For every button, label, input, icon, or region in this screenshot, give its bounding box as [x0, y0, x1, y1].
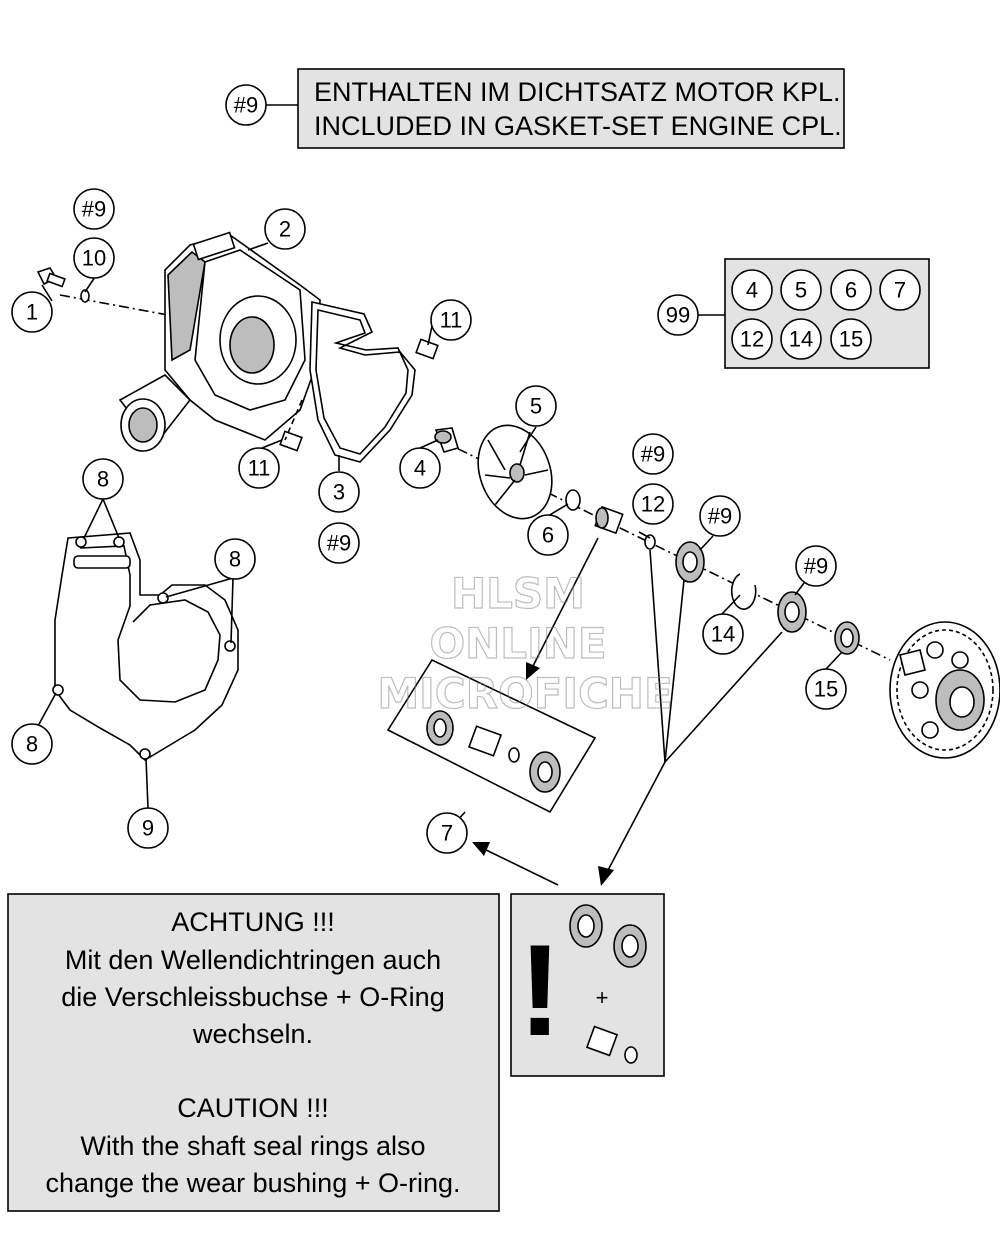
- set-ref: 99: [666, 303, 690, 328]
- callout-label: #9: [641, 442, 665, 467]
- legend: #9 ENTHALTEN IM DICHTSATZ MOTOR KPL. INC…: [225, 68, 845, 149]
- leader-lines: [37, 242, 843, 886]
- callout-label: #9: [708, 504, 732, 529]
- callouts: #9 10 1 2 11 11 3 #9 5 4 #9 12 6 #9 #9 1…: [11, 188, 847, 854]
- pump-housing: [59, 231, 331, 452]
- watermark: HLSM ONLINE MICROFICHE: [377, 568, 673, 718]
- legend-box: [297, 68, 845, 149]
- cover-gasket: [52, 532, 239, 762]
- callout-label: 8: [229, 547, 241, 572]
- callout-label: 8: [26, 732, 38, 757]
- dowel-pin: [415, 338, 439, 360]
- exclamation-icon: !: [518, 917, 561, 1063]
- o-ring: [644, 534, 656, 550]
- set-item: 5: [795, 278, 807, 303]
- callout-label: #9: [82, 197, 106, 222]
- callout-label: 5: [530, 394, 542, 419]
- legend-ref: #9: [234, 93, 258, 118]
- callout-label: #9: [327, 531, 351, 556]
- notice-en-line-1: With the shaft seal rings also: [80, 1131, 425, 1161]
- callout-label: 6: [542, 523, 554, 548]
- set-item: 6: [845, 278, 857, 303]
- callout-label: 15: [814, 677, 838, 702]
- callout-label: 3: [333, 480, 345, 505]
- callout-label: 2: [279, 217, 291, 242]
- kit-7-box: [386, 658, 597, 814]
- notice-de-title: ACHTUNG !!!: [171, 907, 335, 937]
- legend-line-1: ENTHALTEN IM DICHTSATZ MOTOR KPL.: [314, 77, 841, 107]
- set-item: 12: [740, 327, 764, 352]
- watermark-line-2: ONLINE: [429, 619, 606, 668]
- callout-label: #9: [804, 554, 828, 579]
- notice-box: ACHTUNG !!! Mit den Wellendichtringen au…: [7, 893, 500, 1212]
- set-item: 7: [894, 278, 906, 303]
- set-box: 99 4 5 6 7 12 14 15: [657, 258, 930, 369]
- set-item: 4: [746, 278, 758, 303]
- callout-label: 14: [711, 622, 735, 647]
- notice-en-line-2: change the wear bushing + O-ring.: [45, 1168, 460, 1198]
- drive-gear: [889, 621, 1000, 759]
- callout-label: 11: [248, 456, 271, 481]
- callout-label: 1: [26, 300, 38, 325]
- circlip: [730, 573, 757, 610]
- washer: [565, 489, 581, 511]
- notice-de-line-1: Mit den Wellendichtringen auch: [65, 945, 441, 975]
- wear-bushing: [594, 505, 624, 535]
- notice-en-title: CAUTION !!!: [177, 1093, 329, 1123]
- callout-label: 9: [142, 816, 154, 841]
- callout-label: 12: [641, 492, 665, 517]
- legend-line-2: INCLUDED IN GASKET-SET ENGINE CPL.: [314, 111, 842, 141]
- callout-label: 8: [97, 467, 109, 492]
- set-item: 15: [839, 327, 863, 352]
- set-item: 14: [789, 327, 813, 352]
- impeller: [434, 424, 891, 661]
- warning-box: ! +: [510, 893, 665, 1077]
- watermark-line-3: MICROFICHE: [377, 669, 672, 718]
- bolt: [36, 267, 90, 303]
- callout-label: 11: [440, 308, 463, 333]
- dowel-pin: [279, 430, 303, 452]
- callout-label: 10: [82, 246, 106, 271]
- plus-sign: +: [596, 985, 609, 1010]
- watermark-line-1: HLSM: [451, 569, 585, 618]
- notice-de-line-3: wechseln.: [192, 1019, 313, 1049]
- callout-label: 7: [441, 821, 453, 846]
- callout-label: 4: [414, 456, 426, 481]
- notice-de-line-2: die Verschleissbuchse + O-Ring: [61, 982, 444, 1012]
